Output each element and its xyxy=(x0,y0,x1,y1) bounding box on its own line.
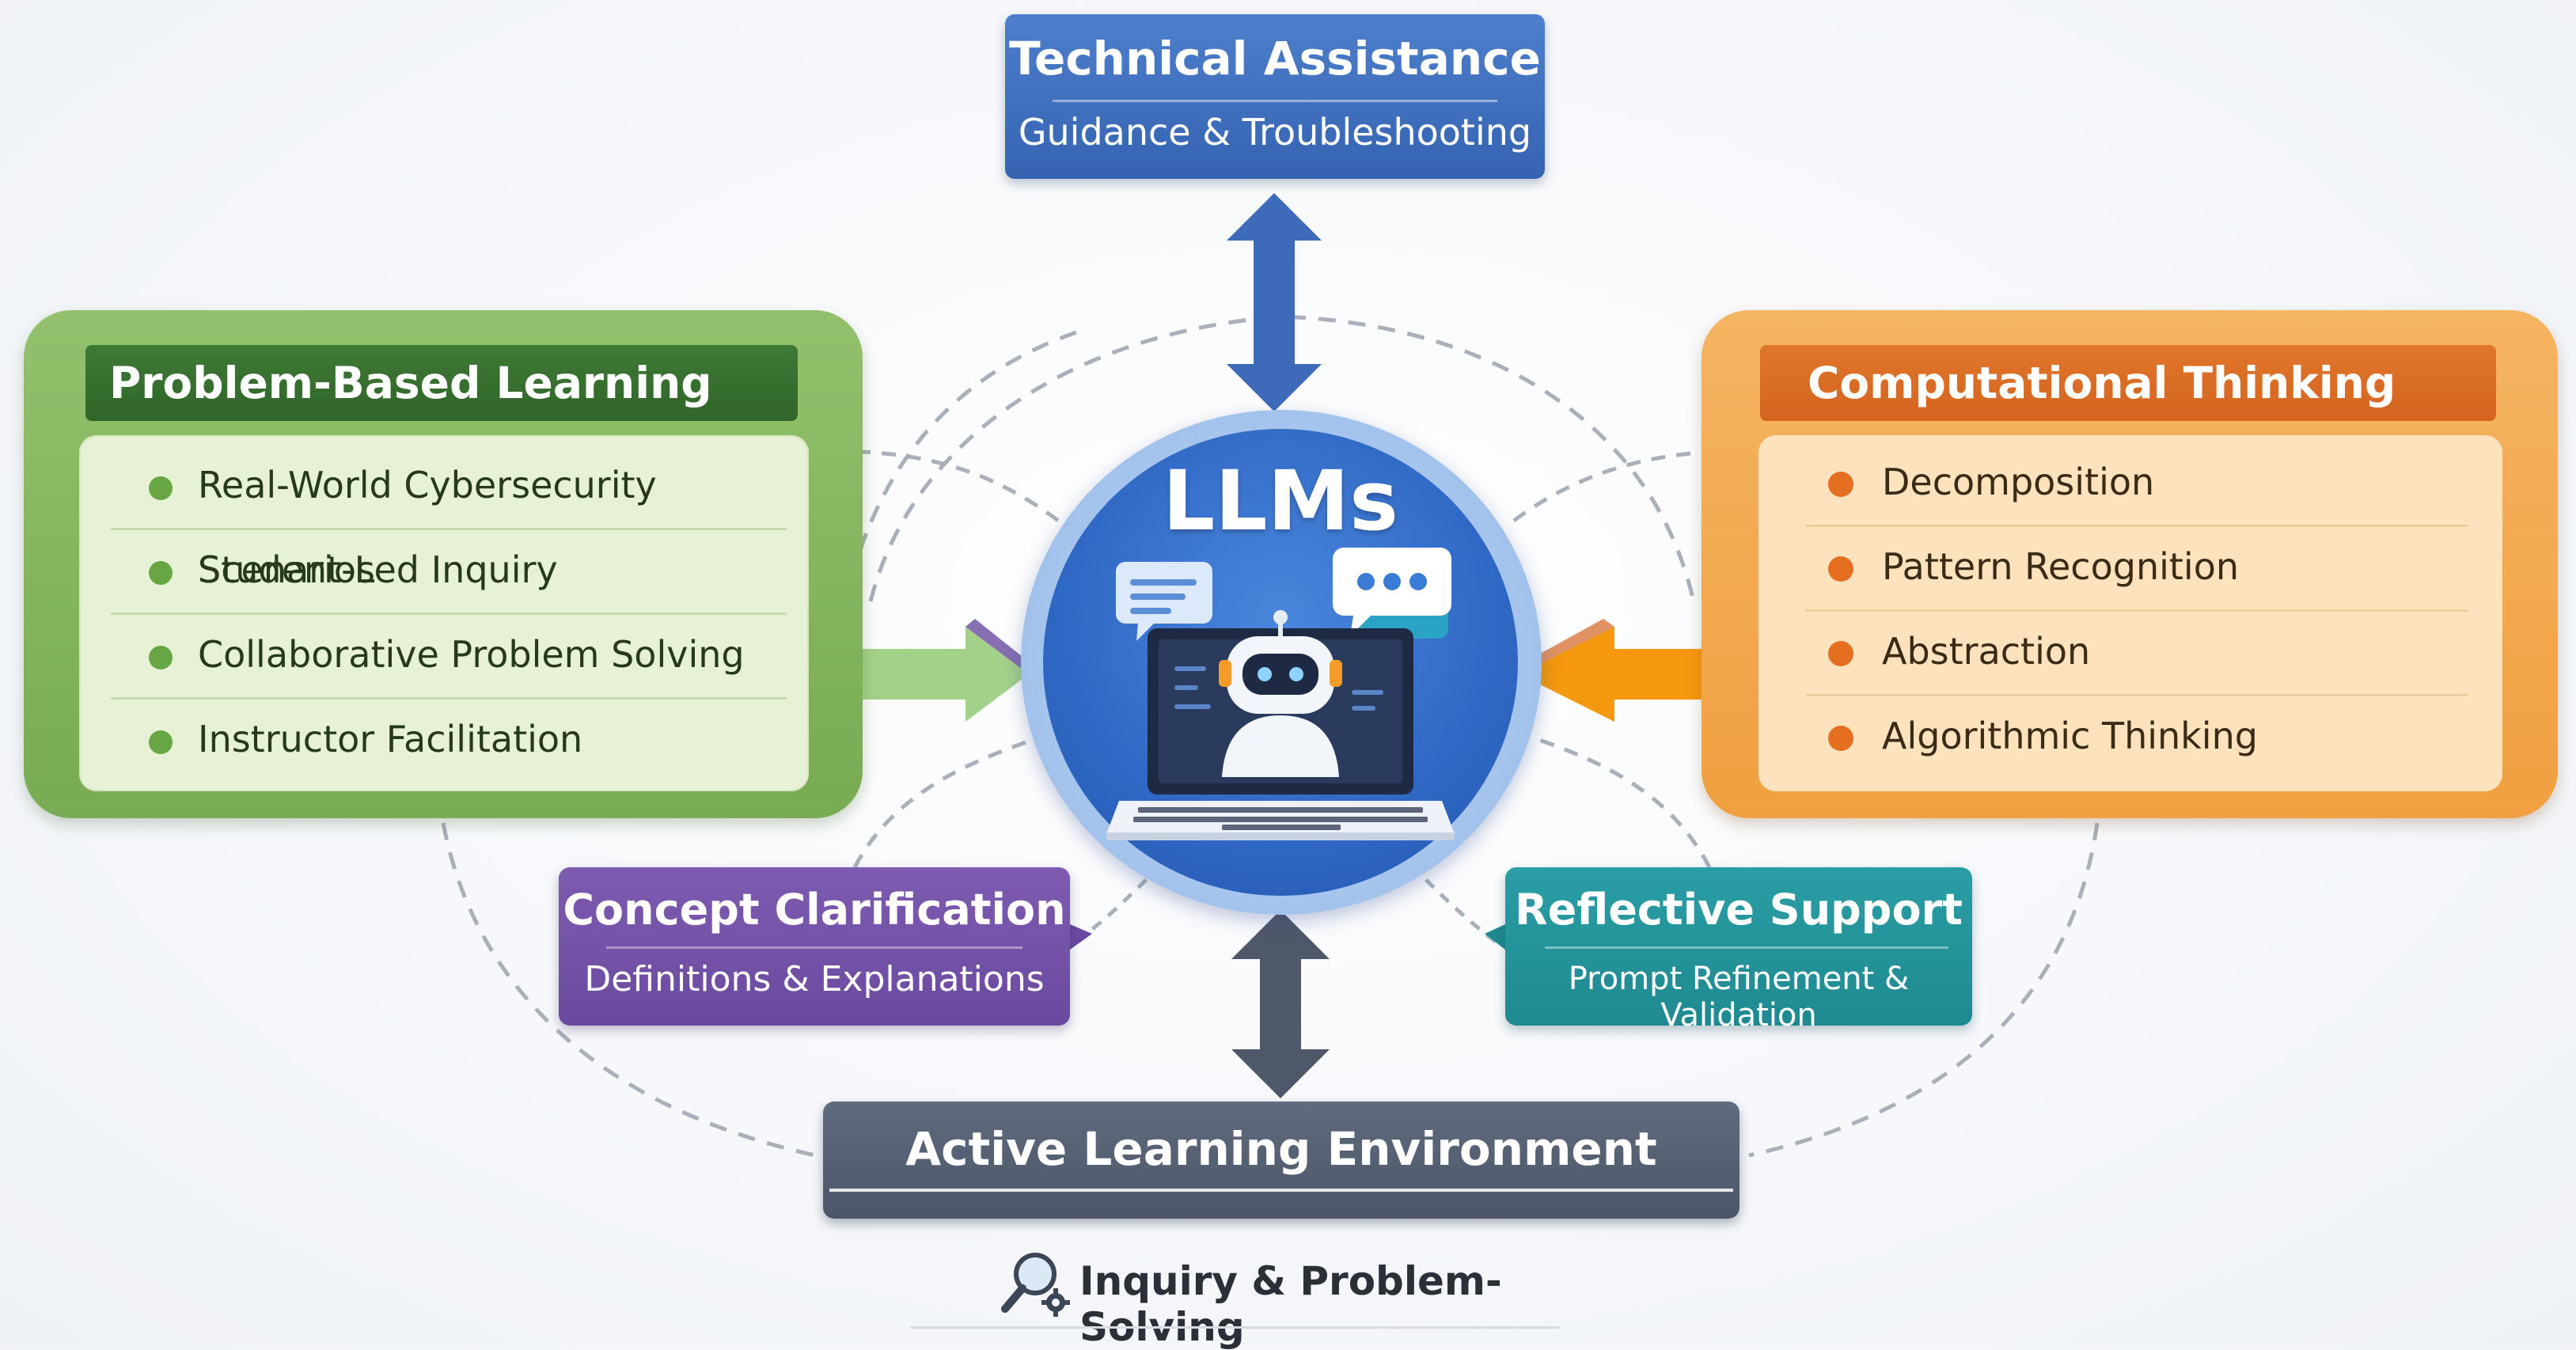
dashed-loop-left xyxy=(441,822,816,1158)
technical-assistance-box: Technical Assistance Guidance & Troubles… xyxy=(1005,14,1545,179)
reflect-pointer xyxy=(1485,924,1505,950)
ct-item: Decomposition xyxy=(1806,440,2468,527)
robot-icon xyxy=(1219,610,1342,777)
bullet-dot-icon xyxy=(1828,472,1853,497)
dashed-link-concept xyxy=(852,734,1045,869)
dashed-loop-right xyxy=(1748,822,2100,1158)
bullet-dot-icon xyxy=(149,730,173,754)
pbl-item-label: Student-Led Inquiry xyxy=(198,548,558,591)
pbl-item: Instructor Facilitation xyxy=(111,697,787,782)
reflective-support-subtitle: Prompt Refinement & Validation xyxy=(1568,961,1910,1033)
pbl-arrow xyxy=(807,619,1038,722)
active-learning-title: Active Learning Environment xyxy=(905,1122,1657,1176)
llm-illustration xyxy=(1106,548,1455,840)
concept-clarification-subtitle: Definitions & Explanations xyxy=(584,959,1045,999)
ct-title: Computational Thinking (CT) xyxy=(1760,345,2496,484)
pbl-item-label: Collaborative Problem Solving xyxy=(198,633,745,676)
llm-title: LLMs xyxy=(1163,453,1398,549)
active-double-arrow xyxy=(1231,910,1330,1098)
pbl-item: Student-Led Inquiry xyxy=(111,528,787,615)
concept-clarification-title: Concept Clarification xyxy=(563,885,1066,935)
active-learning-divider xyxy=(829,1189,1733,1192)
dashed-link-reflect xyxy=(1527,734,1712,869)
inquiry-caption: Inquiry & Problem-Solving xyxy=(997,1246,1599,1350)
concept-pointer xyxy=(1070,924,1092,950)
technical-double-arrow xyxy=(1227,193,1322,411)
ct-item: Abstraction xyxy=(1806,609,2468,696)
magnifier-gear-icon xyxy=(1001,1253,1070,1317)
chat-bubble-icon xyxy=(1333,548,1451,639)
chat-bubble-icon xyxy=(1116,562,1212,641)
reflective-support-box: Reflective Support Prompt Refinement & V… xyxy=(1505,867,1972,1033)
dashed-link-pbl xyxy=(830,449,1062,525)
reflective-support-divider xyxy=(1545,946,1948,949)
ct-item-label: Algorithmic Thinking xyxy=(1882,715,2258,757)
reflective-support-title: Reflective Support xyxy=(1515,885,1963,935)
ct-item: Pattern Recognition xyxy=(1806,525,2468,612)
pbl-list: Real-World Cybersecurity Scenarios Stude… xyxy=(79,435,809,791)
bullet-dot-icon xyxy=(1828,556,1853,582)
technical-assistance-divider xyxy=(1053,100,1497,102)
ct-item-label: Decomposition xyxy=(1882,461,2155,503)
ct-item: Algorithmic Thinking xyxy=(1806,694,2468,779)
pbl-item-label: Real-World Cybersecurity Scenarios xyxy=(198,464,657,591)
pbl-title: Problem-Based Learning (PBL) xyxy=(85,345,798,484)
pbl-item: Collaborative Problem Solving xyxy=(111,612,787,700)
concept-clarification-divider xyxy=(606,946,1022,949)
inquiry-divider xyxy=(910,1326,1559,1329)
ct-item-label: Abstraction xyxy=(1882,630,2091,673)
bullet-dot-icon xyxy=(1828,641,1853,666)
bullet-dot-icon xyxy=(1828,726,1853,751)
technical-assistance-subtitle: Guidance & Troubleshooting xyxy=(1018,111,1532,154)
ct-list: Decomposition Pattern Recognition Abstra… xyxy=(1758,435,2502,791)
pbl-item-label: Instructor Facilitation xyxy=(198,718,583,760)
bullet-dot-icon xyxy=(149,476,173,500)
bullet-dot-icon xyxy=(149,561,173,585)
pbl-item: Real-World Cybersecurity Scenarios xyxy=(111,443,787,591)
inquiry-label: Inquiry & Problem-Solving xyxy=(1079,1258,1502,1350)
dashed-loop xyxy=(829,330,1077,713)
technical-assistance-title: Technical Assistance xyxy=(1009,32,1541,85)
ct-item-label: Pattern Recognition xyxy=(1882,545,2239,588)
bullet-dot-icon xyxy=(149,646,173,669)
active-learning-box: Active Learning Environment xyxy=(823,1102,1739,1219)
concept-clarification-box: Concept Clarification Definitions & Expl… xyxy=(559,867,1070,1026)
